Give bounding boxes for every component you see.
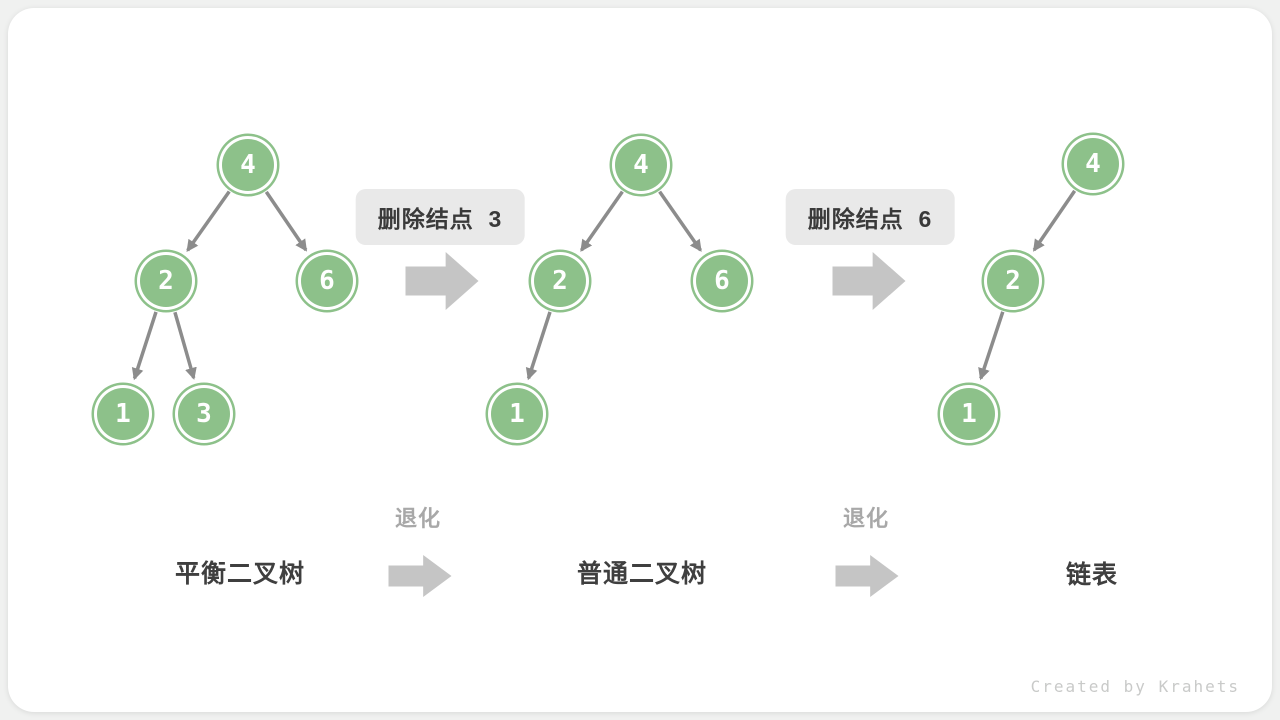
tree-edge (131, 311, 158, 381)
tree-edge (264, 190, 308, 252)
delete-node-label: 删除结点 6 (785, 189, 955, 245)
tree-edge (525, 311, 552, 381)
caption-balanced-binary-tree: 平衡二叉树 (174, 560, 306, 588)
diagram-card (8, 8, 1272, 712)
tree-edge (580, 190, 624, 252)
degenerate-label: 退化 (842, 506, 890, 531)
tree-node-balanced-binary-tree: 1 (97, 388, 149, 440)
tree-node-linked-list: 1 (943, 388, 995, 440)
delete-node-label: 删除结点 3 (355, 189, 525, 245)
caption-ordinary-binary-tree: 普通二叉树 (576, 560, 708, 588)
tree-edge (658, 190, 702, 252)
transform-arrow-icon (405, 252, 479, 310)
tree-node-balanced-binary-tree: 4 (222, 139, 274, 191)
tree-node-ordinary-binary-tree: 4 (615, 139, 667, 191)
tree-node-ordinary-binary-tree: 6 (696, 255, 748, 307)
tree-node-balanced-binary-tree: 6 (301, 255, 353, 307)
transform-arrow-icon (388, 555, 452, 597)
tree-edge (173, 311, 197, 380)
credit-text: Created by Krahets (1030, 677, 1240, 696)
tree-node-linked-list: 2 (987, 255, 1039, 307)
tree-node-balanced-binary-tree: 3 (178, 388, 230, 440)
tree-node-linked-list: 4 (1067, 138, 1119, 190)
transform-arrow-icon (832, 252, 906, 310)
caption-linked-list: 链表 (1065, 561, 1119, 589)
transform-arrow-icon (835, 555, 899, 597)
tree-node-ordinary-binary-tree: 2 (534, 255, 586, 307)
tree-node-ordinary-binary-tree: 1 (491, 388, 543, 440)
tree-edge (1032, 189, 1077, 252)
tree-edge (186, 190, 231, 253)
tree-edge (978, 311, 1005, 381)
degenerate-label: 退化 (394, 506, 442, 531)
tree-node-balanced-binary-tree: 2 (140, 255, 192, 307)
